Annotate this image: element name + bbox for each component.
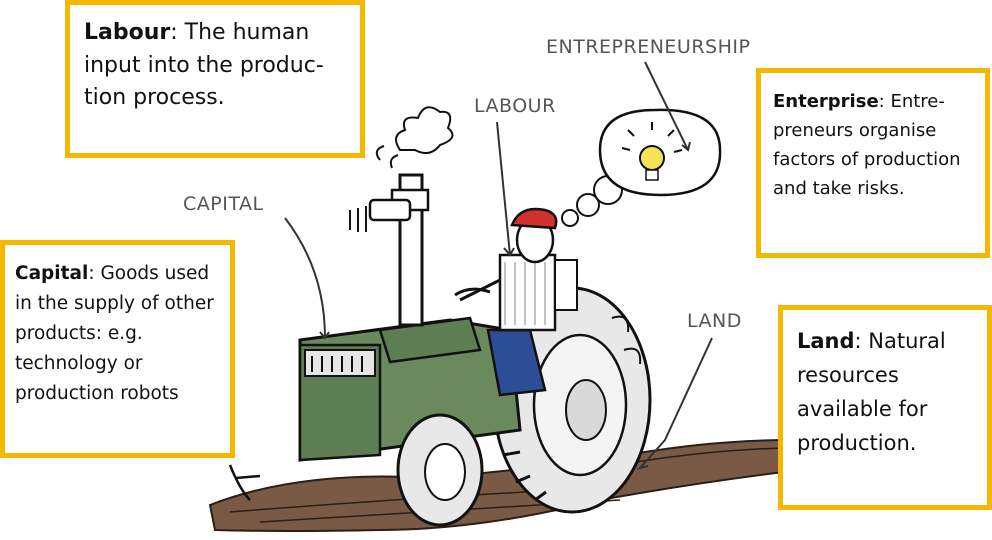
label-arrows [284,61,713,470]
farmer [454,207,578,397]
enterprise-definition-box: Enterprise: Entre­preneurs organise fact… [756,68,990,258]
land-definition: : Natural resources available for produc… [797,329,946,456]
labour-definition: : The human input into the produc­tion p… [84,20,324,111]
land-term: Land [797,329,855,353]
capital-definition: : Goods used in the supply of other prod… [15,263,214,404]
capital-term: Capital [15,263,89,284]
tractor-body [298,106,522,462]
labour-term: Labour [84,20,171,45]
enterprise-term: Enterprise [773,91,879,112]
land-label: LAND [687,310,742,332]
entrepreneurship-label: ENTREPRENEURSHIP [546,36,751,58]
capital-label: CAPITAL [183,193,264,215]
thought-bubble [561,108,722,227]
capital-definition-box: Capital: Goods used in the supply of oth… [0,240,235,458]
land-definition-box: Land: Natural resources available for pr… [778,305,992,510]
front-wheel [228,413,484,527]
labour-definition-box: Labour: The human input into the produc­… [65,0,365,158]
enterprise-definition: : Entre­preneurs organise factors of pro… [773,91,961,200]
labour-label: LABOUR [474,95,556,117]
lightbulb-icon [639,145,665,171]
